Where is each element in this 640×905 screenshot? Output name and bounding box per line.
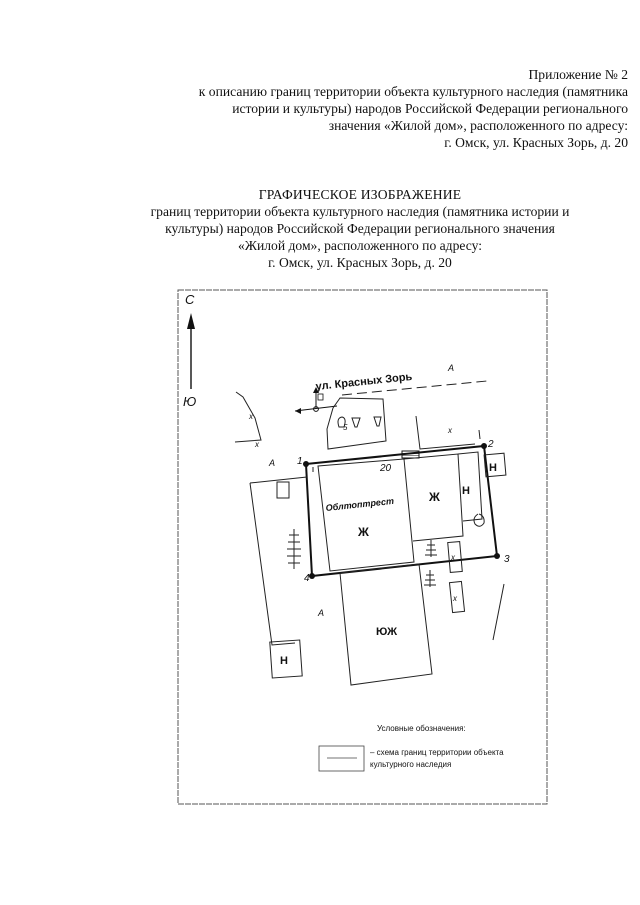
yard-structure bbox=[448, 580, 466, 614]
point-label-2: 2 bbox=[487, 439, 494, 450]
yard-label: х bbox=[248, 412, 254, 421]
point-label-4: 4 bbox=[304, 573, 310, 584]
building-main-org bbox=[317, 458, 415, 572]
fir-tree-icon bbox=[424, 570, 436, 587]
house-number: 20 bbox=[379, 463, 392, 474]
tree-icon bbox=[473, 513, 485, 527]
appendix-address: г. Омск, ул. Красных Зорь, д. 20 bbox=[444, 135, 628, 150]
area-label: А bbox=[317, 608, 324, 618]
street-edge bbox=[341, 380, 488, 396]
fence-line bbox=[478, 429, 481, 440]
appendix-line: истории и культуры) народов Российской Ф… bbox=[232, 101, 628, 116]
street-label: ул. Красных Зорь bbox=[315, 371, 413, 393]
garage-structure bbox=[276, 481, 290, 499]
fir-tree-icon bbox=[287, 529, 301, 569]
appendix-number: Приложение № 2 bbox=[528, 67, 628, 82]
title-line: культуры) народов Российской Федерации р… bbox=[165, 221, 555, 236]
boundary-point-2 bbox=[481, 443, 487, 449]
legend-symbol bbox=[318, 745, 365, 772]
building-label-main-org: Облтоптрест bbox=[325, 496, 394, 513]
title-address: г. Омск, ул. Красных Зорь, д. 20 bbox=[268, 255, 452, 270]
legend-item-text: – схема границ территории объекта bbox=[370, 748, 504, 757]
legend-title: Условные обозначения: bbox=[377, 724, 466, 733]
tree-group-icon bbox=[337, 416, 382, 428]
map-frame bbox=[177, 289, 548, 805]
compass-south: Ю bbox=[183, 394, 196, 409]
boundary-map: С Ю ул. Красных Зорь х х 5 х А bbox=[177, 289, 549, 806]
building-outline bbox=[415, 415, 476, 450]
compass-north: С bbox=[185, 292, 195, 307]
survey-marker-icon bbox=[294, 387, 338, 414]
yard-label: х bbox=[447, 426, 453, 435]
yard-label: х bbox=[452, 594, 458, 603]
title-heading: ГРАФИЧЕСКОЕ ИЗОБРАЖЕНИЕ bbox=[258, 187, 462, 202]
west-strip-outline bbox=[249, 482, 296, 646]
building-label-residential: Ж bbox=[357, 525, 369, 539]
building-label-non-residential: Н bbox=[462, 485, 470, 497]
yard-label: х bbox=[254, 440, 260, 449]
building-outline bbox=[326, 397, 387, 450]
building-residential-east bbox=[403, 453, 464, 542]
document-title: ГРАФИЧЕСКОЕ ИЗОБРАЖЕНИЕ границ территори… bbox=[110, 186, 610, 271]
boundary-point-4 bbox=[309, 573, 315, 579]
boundary-point-1 bbox=[303, 461, 309, 467]
title-line: границ территории объекта культурного на… bbox=[150, 204, 570, 219]
building-label-non-residential-east: Н bbox=[489, 462, 497, 474]
fence-line bbox=[492, 583, 505, 641]
north-arrow-icon bbox=[187, 313, 195, 389]
building-outline bbox=[234, 391, 262, 443]
area-label: А bbox=[268, 458, 275, 468]
yard-label: х bbox=[450, 553, 456, 562]
appendix-line: к описанию границ территории объекта кул… bbox=[198, 84, 628, 99]
building-outline bbox=[249, 476, 308, 484]
yard-structure bbox=[447, 540, 463, 574]
title-line: «Жилой дом», расположенного по адресу: bbox=[237, 238, 483, 253]
building-label-south: ЮЖ bbox=[376, 626, 397, 638]
building-non-residential-sw bbox=[269, 639, 303, 679]
fir-tree-icon bbox=[425, 540, 437, 557]
building-south bbox=[339, 563, 433, 686]
legend-item-text: культурного наследия bbox=[370, 760, 451, 769]
point-label-3: 3 bbox=[504, 554, 510, 565]
area-label: А bbox=[447, 363, 454, 373]
appendix-line: значения «Жилой дом», расположенного по … bbox=[328, 118, 628, 133]
building-label-residential-2: Ж bbox=[428, 490, 440, 504]
building-non-residential-east bbox=[483, 452, 507, 478]
building-label-non-residential-sw: Н bbox=[280, 655, 288, 667]
building-non-residential bbox=[457, 451, 483, 522]
appendix-header: Приложение № 2 к описанию границ террито… bbox=[108, 66, 628, 151]
map-drawing: С Ю ул. Красных Зорь х х 5 х А bbox=[177, 289, 548, 805]
tree-marker-label: 5 bbox=[343, 423, 348, 432]
boundary-point-3 bbox=[494, 553, 500, 559]
point-label-1: 1 bbox=[297, 456, 303, 467]
